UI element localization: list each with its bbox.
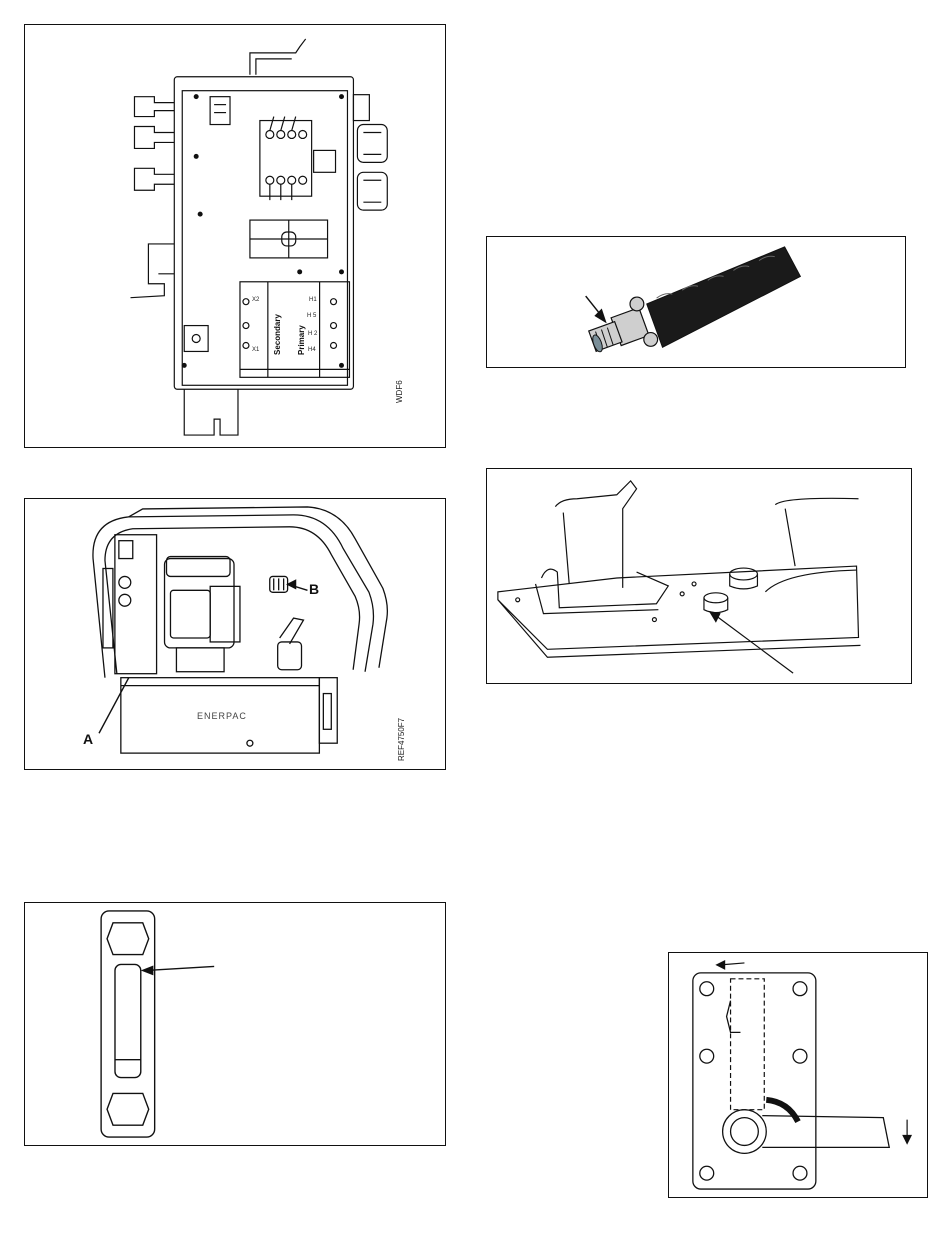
terminal-label-h4: H4 [308, 347, 316, 353]
sight-gauge-figure [24, 902, 446, 1146]
figure-code: WDF6 [395, 380, 404, 403]
sight-gauge-drawing [25, 903, 445, 1145]
electrical-box-drawing [25, 25, 445, 447]
valve-lever-drawing [669, 953, 927, 1197]
terminal-label-h1: H1 [309, 297, 317, 303]
terminal-label-h5: H 5 [307, 313, 316, 319]
figure-code: REF4750F7 [397, 718, 406, 761]
pump-unit-figure: A B ENERPAC REF4750F7 [24, 498, 446, 770]
brand-plate: ENERPAC [197, 711, 247, 721]
terminal-label-x2: X2 [252, 297, 259, 303]
primary-label: Primary [297, 325, 306, 355]
secondary-label: Secondary [273, 314, 282, 355]
electrical-box-figure: X2 X1 H1 H 5 H 2 H4 Secondary Primary WD… [24, 24, 446, 448]
valve-lever-figure [668, 952, 928, 1198]
terminal-label-x1: X1 [252, 347, 259, 353]
reservoir-plate-drawing [487, 469, 911, 683]
hose-fitting-drawing [487, 237, 905, 367]
terminal-label-h2: H 2 [308, 331, 317, 337]
pump-unit-drawing [25, 499, 445, 769]
callout-b: B [309, 581, 319, 597]
callout-a: A [83, 731, 93, 747]
hose-fitting-figure [486, 236, 906, 368]
reservoir-plate-figure [486, 468, 912, 684]
